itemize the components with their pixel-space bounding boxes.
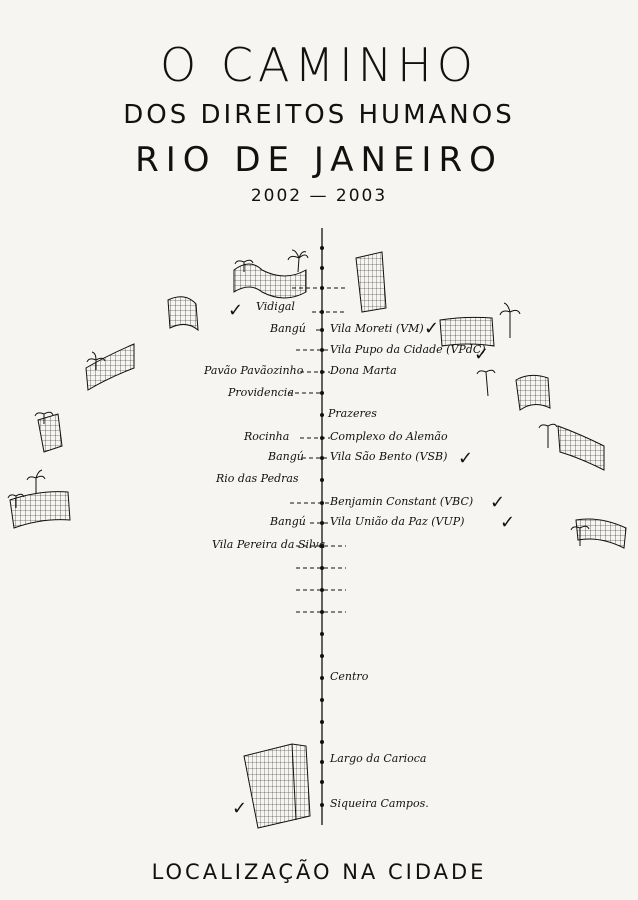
- label-pavao: Pavão Pavãozinho: [204, 364, 304, 377]
- wall-right-3: [557, 425, 605, 471]
- label-carioca: Largo da Carioca: [330, 752, 427, 765]
- title-line-3: RIO DE JANEIRO: [135, 140, 503, 180]
- wall-right-4: [575, 518, 627, 549]
- label-bangu-3: Bangú: [270, 515, 306, 528]
- label-sao-bento: Vila São Bento (VSB): [330, 450, 448, 463]
- label-campos: Siqueira Campos.: [330, 797, 429, 810]
- label-vila-moreti: Vila Moreti (VM): [330, 322, 424, 335]
- wall-tall-right: [355, 251, 387, 313]
- label-uniao: Vila União da Paz (VUP): [330, 515, 465, 528]
- palm-icon: [287, 249, 309, 273]
- label-centro: Centro: [330, 670, 369, 683]
- check-icon: ✓: [228, 300, 244, 321]
- tower-bottom: [243, 743, 311, 829]
- footer-caption: LOCALIZAÇÃO NA CIDADE: [151, 860, 487, 884]
- label-vidigal: Vidigal: [256, 300, 295, 313]
- palm-icon: [476, 369, 496, 397]
- label-benjamin: Benjamin Constant (VBC): [330, 495, 474, 508]
- palm-sketches: [7, 249, 590, 546]
- label-bangu-1: Bangú: [270, 322, 306, 335]
- wall-left-3: [37, 413, 63, 453]
- label-vila-pupo: Vila Pupo da Cidade (VPdC): [330, 343, 486, 356]
- route-dots: [320, 246, 324, 807]
- label-bangu-2: Bangú: [268, 450, 304, 463]
- palm-icon: [7, 493, 25, 508]
- wall-left-2: [85, 343, 135, 391]
- label-dona-marta: Dona Marta: [330, 364, 397, 377]
- palm-icon: [570, 525, 590, 546]
- palm-icon: [26, 469, 46, 494]
- label-rocinha: Rocinha: [244, 430, 290, 443]
- palm-icon: [538, 423, 558, 448]
- label-rio-pedras: Rio das Pedras: [216, 472, 299, 485]
- palm-icon: [499, 302, 521, 338]
- wall-sketches: [9, 251, 627, 829]
- label-providencia: Providencia: [228, 386, 294, 399]
- label-alemao: Complexo do Alemão: [330, 430, 448, 443]
- check-icon: ✓: [490, 492, 506, 513]
- check-icon: ✓: [474, 344, 490, 365]
- label-vila-pereira: Vila Pereira da Silva: [212, 538, 326, 551]
- title-line-2: DOS DIREITOS HUMANOS: [123, 100, 515, 130]
- wall-right-1: [439, 316, 495, 347]
- years-label: 2002 — 2003: [250, 186, 388, 206]
- check-icon: ✓: [232, 798, 248, 819]
- wall-left-4: [9, 491, 71, 529]
- label-prazeres: Prazeres: [328, 407, 377, 420]
- wall-top-center: [233, 263, 307, 299]
- title-line-1: O CAMINHO: [160, 38, 478, 92]
- check-icon: ✓: [500, 512, 516, 533]
- palm-icon: [234, 259, 254, 272]
- wall-left-1: [167, 296, 199, 332]
- check-icon: ✓: [458, 448, 474, 469]
- palm-icon: [34, 411, 54, 424]
- wall-right-2: [515, 374, 551, 411]
- check-icon: ✓: [424, 318, 440, 339]
- palm-icon: [86, 351, 106, 370]
